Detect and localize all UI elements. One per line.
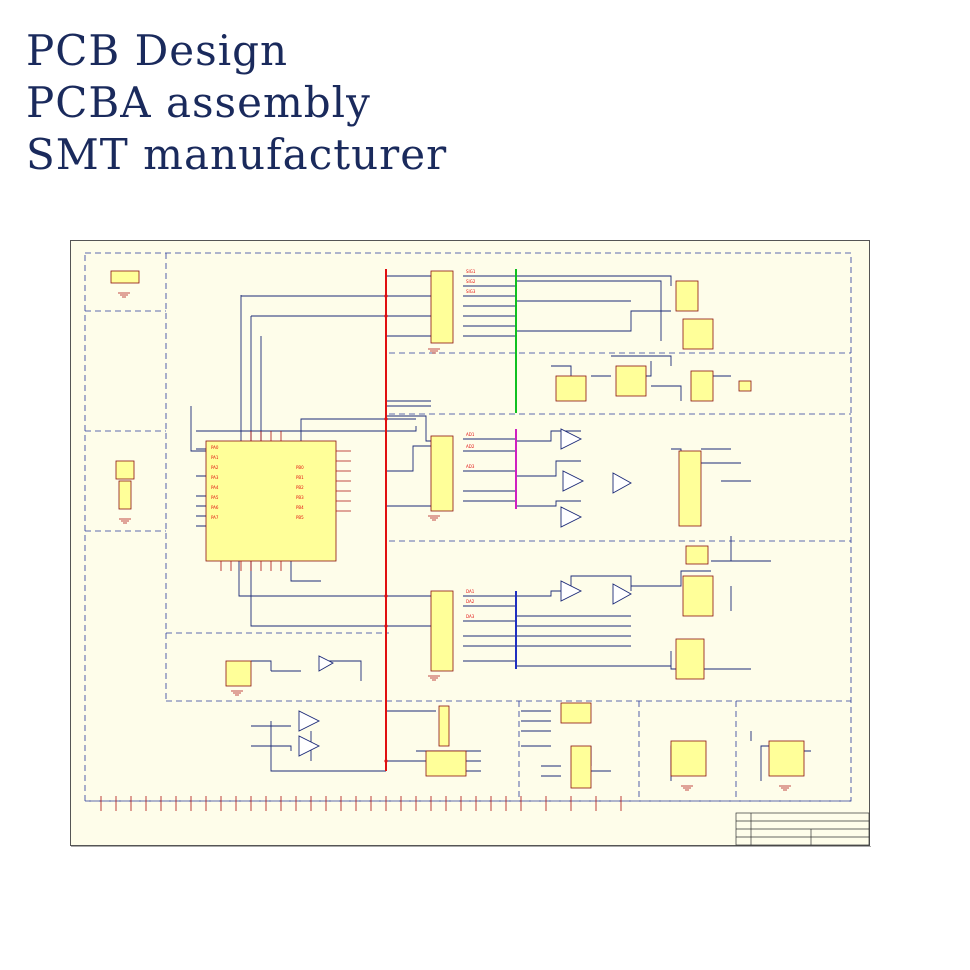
- component-leads: [100, 431, 622, 811]
- headline-smt-manufacturer: SMT manufacturer: [26, 130, 448, 179]
- ground-symbols: [118, 292, 791, 791]
- bus-lines: [385, 269, 517, 771]
- svg-text:AD3: AD3: [466, 464, 475, 469]
- opamps: [298, 428, 632, 757]
- svg-text:PB1: PB1: [296, 475, 304, 480]
- junction-dots: [384, 294, 388, 763]
- title-block: [735, 812, 870, 846]
- svg-text:PB0: PB0: [296, 465, 304, 470]
- svg-text:PA0: PA0: [211, 445, 219, 450]
- svg-text:DA3: DA3: [466, 614, 475, 619]
- svg-text:SIG3: SIG3: [466, 289, 476, 294]
- svg-text:DA2: DA2: [466, 599, 475, 604]
- section-borders: [84, 252, 852, 802]
- svg-text:PB3: PB3: [296, 495, 304, 500]
- svg-text:SIG1: SIG1: [466, 269, 476, 274]
- svg-text:SIG2: SIG2: [466, 279, 476, 284]
- svg-text:PA1: PA1: [211, 455, 219, 460]
- headline-pcb-design: PCB Design: [26, 26, 289, 75]
- svg-text:AD2: AD2: [466, 444, 475, 449]
- svg-text:PA7: PA7: [211, 515, 219, 520]
- components: [110, 270, 805, 789]
- svg-text:PA4: PA4: [211, 485, 219, 490]
- headline-pcba-assembly: PCBA assembly: [26, 78, 371, 127]
- svg-text:DA1: DA1: [466, 589, 475, 594]
- svg-text:PA6: PA6: [211, 505, 219, 510]
- svg-text:PB2: PB2: [296, 485, 304, 490]
- svg-text:PB4: PB4: [296, 505, 304, 510]
- svg-text:PA2: PA2: [211, 465, 219, 470]
- svg-text:AD1: AD1: [466, 432, 475, 437]
- svg-text:PA5: PA5: [211, 495, 219, 500]
- svg-text:PB5: PB5: [296, 515, 304, 520]
- svg-text:PA3: PA3: [211, 475, 219, 480]
